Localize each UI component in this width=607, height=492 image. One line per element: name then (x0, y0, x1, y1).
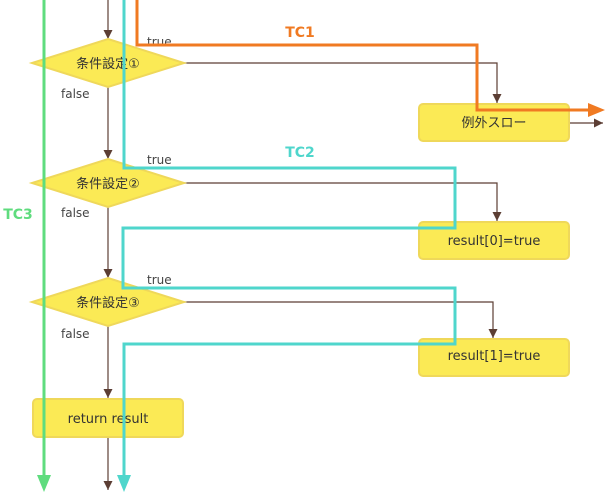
arrow-true2 (183, 182, 502, 221)
edge-label-false3: false (61, 327, 90, 341)
node-result1-label: result[1]=true (448, 349, 541, 364)
node-return: return result (32, 398, 184, 438)
edge-label-false1: false (61, 87, 90, 101)
test-case-tc1 (135, 0, 605, 117)
node-result1: result[1]=true (418, 338, 570, 377)
node-result0-label: result[0]=true (448, 234, 541, 249)
test-case-tc2 (117, 0, 457, 492)
flow-arrows (103, 0, 603, 490)
node-cond1-label: 条件設定① (76, 56, 140, 72)
test-case-tc3 (37, 0, 51, 492)
node-throw: 例外スロー (418, 103, 570, 142)
node-cond2-label: 条件設定② (76, 176, 140, 192)
tc2-label: TC2 (285, 145, 315, 161)
arrow-true3 (183, 301, 498, 338)
tc3-label: TC3 (3, 207, 33, 223)
edge-label-true3: true (147, 273, 172, 287)
node-throw-label: 例外スロー (461, 116, 526, 131)
edge-label-true1: true (147, 35, 172, 49)
node-cond3-label: 条件設定③ (76, 295, 140, 311)
node-cond3: 条件設定③ (28, 276, 188, 328)
tc1-label: TC1 (285, 25, 315, 41)
edge-label-false2: false (61, 206, 90, 220)
node-return-label: return result (68, 412, 149, 427)
arrow-true1 (183, 62, 502, 103)
node-cond2: 条件設定② (28, 157, 188, 209)
node-result0: result[0]=true (418, 221, 570, 260)
edge-label-true2: true (147, 153, 172, 167)
